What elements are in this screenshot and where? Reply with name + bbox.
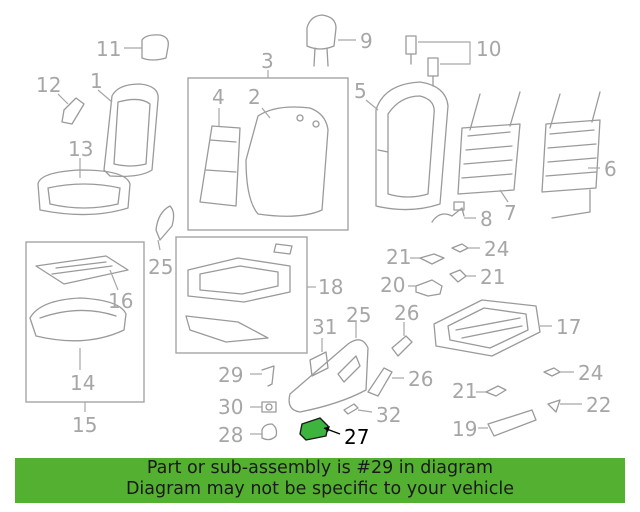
trim-part-26 [391, 322, 413, 357]
callout-18: 18 [318, 275, 343, 299]
callout-11: 11 [96, 37, 121, 61]
callout-32: 30 [218, 395, 243, 419]
callout-8: 8 [480, 207, 493, 231]
callout-3: 3 [261, 49, 274, 73]
callout-26: 26 [394, 301, 419, 325]
callout-21a: 21 [386, 245, 411, 269]
callout-29: 27 [344, 425, 369, 449]
cap-part-30 [250, 423, 278, 441]
clip-part-22 [449, 269, 476, 283]
clip-part-21a [410, 253, 445, 265]
callout-25: 25 [148, 255, 173, 279]
seatback-frame-5 [365, 81, 449, 211]
callout-20: 20 [380, 273, 405, 297]
clip-part-24b [543, 367, 574, 377]
seat-track-18 [185, 243, 293, 343]
callout-30: 28 [218, 423, 243, 447]
callout-23: 22 [586, 393, 611, 417]
callout-6: 6 [604, 157, 617, 181]
highlighted-part-29 [299, 417, 341, 441]
box-18 [175, 236, 308, 354]
suspension-mat-7 [457, 91, 521, 203]
bolt-part-31 [250, 365, 275, 387]
switch-part-33 [309, 338, 329, 377]
callout-24b: 24 [578, 361, 603, 385]
callout-22: 21 [480, 265, 505, 289]
cover-part-19 [478, 409, 537, 437]
callout-7: 7 [504, 201, 517, 225]
callout-21b: 21 [452, 379, 477, 403]
bracket-part-20 [408, 279, 443, 297]
clip-part-24a [451, 243, 480, 253]
clip-part-34 [343, 403, 373, 415]
callout-24a: 24 [484, 237, 509, 261]
callout-17: 17 [556, 315, 581, 339]
callout-2: 2 [248, 85, 261, 109]
cushion-pad-16 [35, 255, 129, 291]
callout-14: 14 [70, 371, 95, 395]
callout-27: 25 [346, 303, 371, 327]
trim-part-12 [57, 93, 85, 125]
footer-banner: Part or sub-assembly is #29 in diagram D… [15, 458, 625, 503]
callout-10: 10 [476, 37, 501, 61]
footer-line-2: Diagram may not be specific to your vehi… [125, 479, 515, 499]
trim-part-25 [155, 205, 175, 251]
trim-part-28 [367, 367, 404, 397]
parts-diagram: 11 9 10 12 1 3 4 2 5 13 6 7 8 21 24 25 2… [25, 14, 617, 449]
suspension-mat-6 [541, 91, 601, 219]
side-shield-27 [288, 322, 369, 413]
nut-part-32 [250, 401, 277, 413]
footer-line-1: Part or sub-assembly is #29 in diagram [146, 458, 494, 478]
cushion-cover-13 [37, 158, 131, 216]
headrest-part-11 [124, 34, 169, 61]
callout-33: 31 [312, 315, 337, 339]
callout-9: 9 [360, 29, 373, 53]
callout-34: 32 [376, 403, 401, 427]
callout-5: 5 [354, 79, 367, 103]
callout-19: 19 [452, 417, 477, 441]
seatback-cover-1 [97, 83, 159, 178]
callout-12: 12 [36, 73, 61, 97]
cushion-pad-14 [29, 297, 127, 370]
clip-part-21b [476, 385, 507, 397]
callout-4: 4 [212, 85, 225, 109]
cushion-frame-17 [433, 299, 552, 357]
guide-part-10 [405, 35, 471, 87]
callout-16: 16 [108, 289, 133, 313]
clip-part-23 [547, 399, 582, 413]
callout-1: 1 [90, 69, 103, 93]
callout-28: 26 [408, 367, 433, 391]
seatback-pad-2 [245, 106, 329, 217]
callout-15: 15 [72, 413, 97, 437]
callout-31: 29 [218, 363, 243, 387]
callout-13: 13 [68, 137, 93, 161]
wire-part-8 [431, 201, 476, 223]
headrest-part-9 [306, 14, 356, 67]
panel-part-4 [199, 108, 241, 207]
